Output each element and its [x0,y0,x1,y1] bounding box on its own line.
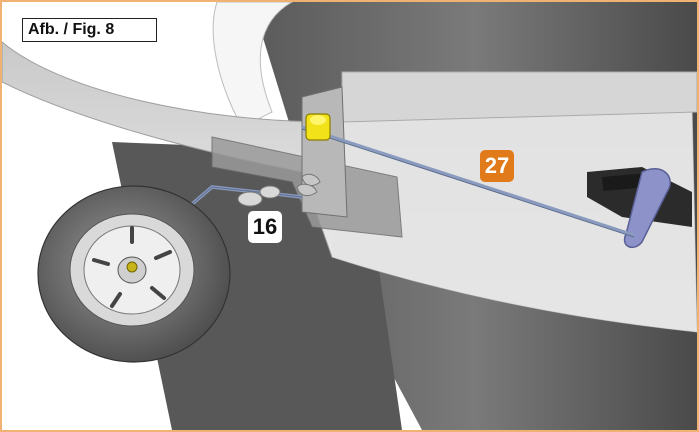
yellow-connector [305,113,331,141]
figure-label: Afb. / Fig. 8 [22,18,157,42]
servo-arm [623,168,671,249]
wheel [37,185,231,363]
horn-bracket [301,86,348,218]
callout-27: 27 [480,150,514,182]
callout-16: 16 [248,211,282,243]
pushrod [301,125,635,237]
